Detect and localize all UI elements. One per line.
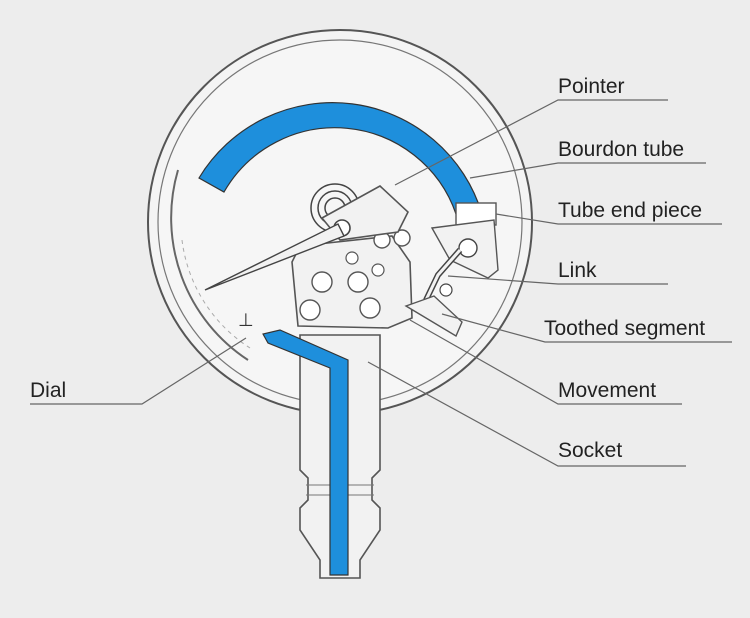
label-tube-end-piece: Tube end piece <box>558 199 702 222</box>
tube-end-piece-pin <box>458 238 478 258</box>
link-arm-inner <box>424 249 462 301</box>
dial-mark: ⊥ <box>238 310 254 331</box>
leader-toothed-segment <box>441 313 732 343</box>
leader-bourdon-tube <box>469 162 706 179</box>
leader-movement <box>409 319 682 405</box>
dial-scale-arc <box>170 169 249 361</box>
leader-dial <box>30 337 247 405</box>
socket-tube-channel <box>262 329 349 576</box>
movement-screw <box>393 229 411 247</box>
label-toothed-segment: Toothed segment <box>544 317 706 340</box>
pointer-needle <box>204 223 345 291</box>
movement-screw <box>299 299 321 321</box>
toothed-segment <box>404 295 463 338</box>
segment-pivot <box>439 283 453 297</box>
movement-screw <box>311 271 333 293</box>
label-socket: Socket <box>558 439 623 462</box>
movement-screw <box>345 251 359 265</box>
label-link: Link <box>558 259 597 282</box>
dial-scale-arc-dashed <box>181 239 251 349</box>
label-dial: Dial <box>30 379 67 402</box>
leader-lines <box>30 99 732 467</box>
leader-tube-end-piece <box>495 213 722 225</box>
movement-screw <box>359 297 381 319</box>
label-pointer: Pointer <box>558 75 625 98</box>
movement-screw <box>371 263 385 277</box>
leader-socket <box>367 361 686 467</box>
movement-screw <box>347 271 369 293</box>
label-movement: Movement <box>558 379 657 402</box>
leader-pointer <box>394 99 668 186</box>
label-bourdon-tube: Bourdon tube <box>558 138 685 161</box>
leader-link <box>447 275 668 285</box>
